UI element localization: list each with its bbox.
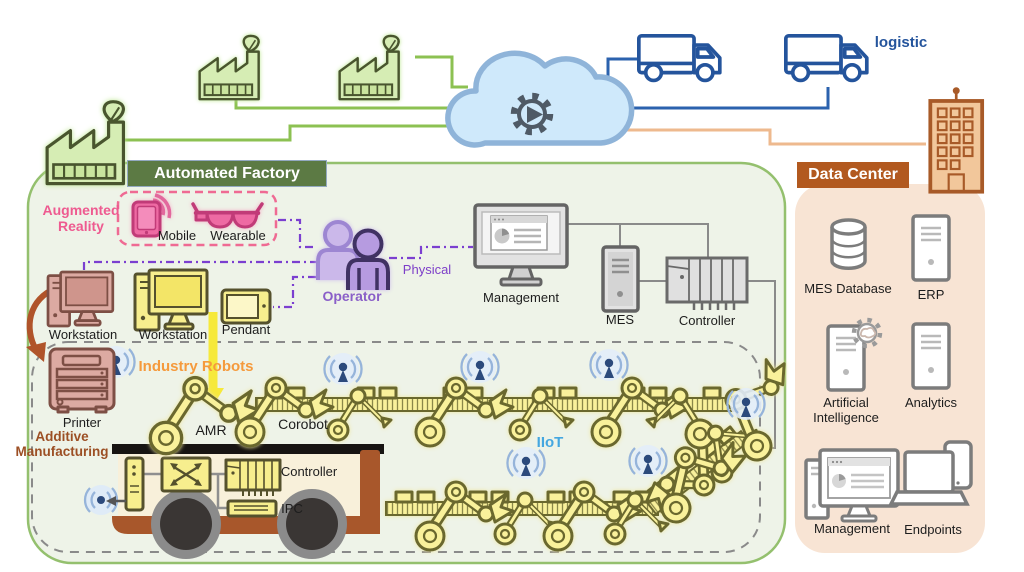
mobile-icon bbox=[131, 193, 172, 238]
mes-label: MES bbox=[605, 312, 635, 327]
iiot-label: IIoT bbox=[536, 434, 564, 451]
erp-label: ERP bbox=[917, 287, 945, 302]
mobile-label: Mobile bbox=[157, 228, 197, 243]
industry-robots-label: Industry Robots bbox=[138, 358, 254, 375]
wearable-label: Wearable bbox=[210, 228, 266, 243]
agv-gateway-icon bbox=[124, 456, 145, 512]
augmented-reality-box bbox=[116, 190, 278, 247]
corobot-label: Corobot bbox=[278, 416, 328, 432]
artificial-intelligence-label: Artificial Intelligence bbox=[813, 395, 879, 425]
office-building-icon bbox=[928, 87, 985, 194]
agv-ipc-label: IPC bbox=[281, 501, 303, 516]
robot-zone-dashed-box bbox=[31, 341, 761, 553]
workstation2-icon bbox=[133, 268, 209, 332]
endpoints-icon bbox=[888, 440, 973, 506]
workstation1-label: Workstation bbox=[48, 327, 118, 342]
wearable-icon bbox=[191, 202, 264, 229]
automated-factory-header: Automated Factory bbox=[127, 160, 327, 187]
endpoints-label: Endpoints bbox=[904, 522, 962, 537]
agv-controller-label: Controller bbox=[280, 464, 338, 479]
pendant-icon bbox=[220, 288, 272, 325]
analytics-label: Analytics bbox=[904, 395, 958, 410]
database-icon bbox=[830, 218, 867, 270]
additive-manufacturing-label: Additive Manufacturing bbox=[15, 429, 109, 460]
agv-plc-icon bbox=[224, 458, 282, 496]
agv-wheel bbox=[151, 489, 347, 559]
mes-server-icon bbox=[601, 245, 640, 313]
pendant-label: Pendant bbox=[221, 322, 271, 337]
cloud-gear-play-icon bbox=[445, 50, 635, 148]
workstation2-label: Workstation bbox=[138, 327, 208, 342]
operator-label: Operator bbox=[322, 288, 382, 304]
erp-server-icon bbox=[911, 214, 951, 282]
factory-cloud-links bbox=[123, 55, 468, 142]
ai-server-icon bbox=[826, 317, 883, 392]
analytics-server-icon bbox=[911, 322, 951, 390]
agv-switch-icon bbox=[160, 456, 212, 493]
data-center-header: Data Center bbox=[797, 162, 909, 188]
operator-icon bbox=[316, 220, 390, 290]
augmented-reality-label: Augmented Reality bbox=[42, 202, 120, 234]
amr-label: AMR bbox=[195, 422, 227, 438]
plc-controller-icon bbox=[665, 256, 749, 310]
dc-management-icon bbox=[804, 448, 900, 523]
agv-ipc-icon bbox=[226, 499, 278, 518]
robot-production-lines bbox=[150, 347, 816, 550]
controller-label: Controller bbox=[678, 313, 736, 328]
dc-management-label: Management bbox=[814, 521, 890, 536]
agv-wifi-icon bbox=[83, 485, 126, 515]
logistic-label: logistic bbox=[874, 34, 928, 51]
management-label: Management bbox=[483, 290, 559, 305]
mes-database-label: MES Database bbox=[804, 281, 892, 296]
management-monitor-icon bbox=[473, 203, 569, 287]
printer-icon bbox=[48, 347, 116, 414]
physical-label: Physical bbox=[402, 262, 452, 277]
truck-icon bbox=[637, 34, 869, 83]
cloud-datacenter-link bbox=[601, 128, 926, 146]
printer-label: Printer bbox=[62, 415, 102, 430]
agv-vehicle bbox=[83, 444, 384, 559]
workstation1-icon bbox=[46, 270, 115, 328]
operator-links bbox=[82, 218, 473, 309]
